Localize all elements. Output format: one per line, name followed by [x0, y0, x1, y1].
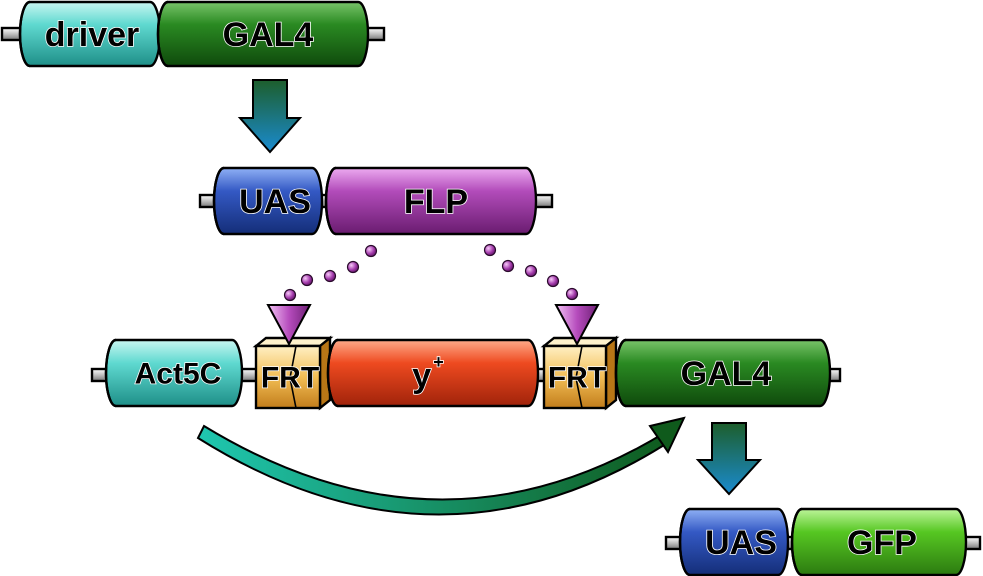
flp-triangle-right-icon [554, 304, 600, 347]
driver-label: driver [45, 16, 140, 54]
frt-right-label: FRT [548, 362, 606, 395]
down-arrow-icon [695, 422, 763, 496]
gfp-segment: GFP [790, 507, 968, 576]
recombinase-dot [565, 287, 579, 301]
recombinase-dot [364, 244, 378, 258]
flipout-construct: Act5C FRT y+ FRT GAL4 [90, 335, 842, 411]
flp-recombinase-dots [283, 243, 579, 302]
uas-segment-2: UAS [678, 507, 790, 576]
recombinase-dot [323, 269, 337, 283]
curved-arrow-icon [196, 416, 686, 516]
recombinase-dot [483, 243, 497, 257]
gal4-segment: GAL4 [156, 0, 370, 68]
frt-left-label: FRT [261, 362, 319, 395]
uas-segment: UAS [212, 166, 324, 236]
flp-triangle-left-icon [266, 304, 312, 347]
gfp-label: GFP [847, 524, 917, 562]
frt-left-site: FRT [252, 335, 334, 411]
driver-gal4-construct: driver GAL4 [0, 0, 386, 68]
driver-segment: driver [18, 0, 162, 68]
gal4-segment-2: GAL4 [614, 338, 832, 408]
y-gene-label: y [412, 357, 431, 395]
y-superscript-label: + [433, 352, 444, 372]
frt-right-site: FRT [540, 335, 620, 411]
act5c-label: Act5C [135, 358, 222, 391]
gal4-label: GAL4 [223, 16, 314, 54]
act5c-segment: Act5C [104, 338, 244, 408]
uas-label: UAS [239, 183, 311, 221]
y-plus-segment: y+ [326, 338, 540, 408]
flp-label: FLP [404, 183, 468, 221]
gal4-label-2: GAL4 [681, 355, 772, 393]
recombinase-dot [501, 259, 515, 273]
recombinase-dot [346, 260, 360, 274]
recombinase-dot [300, 273, 314, 287]
recombinase-dot [283, 288, 297, 302]
y-plus-label: y+ [412, 352, 443, 395]
uas-label-2: UAS [705, 524, 777, 562]
uas-flp-construct: UAS FLP [198, 166, 554, 236]
down-arrow-icon [237, 79, 303, 154]
uas-gfp-construct: UAS GFP [664, 507, 982, 576]
recombinase-dot [546, 274, 560, 288]
recombinase-dot [524, 264, 538, 278]
flp-segment: FLP [324, 166, 538, 236]
